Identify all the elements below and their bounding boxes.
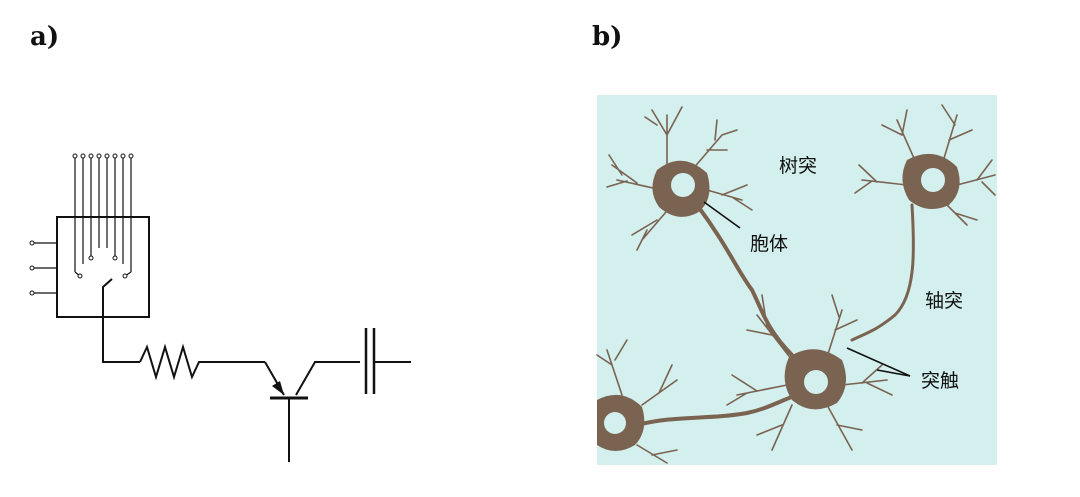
- dendrites-bottom-left: [596, 339, 678, 464]
- axon-top-right: [850, 203, 915, 342]
- side-input-wires: [34, 242, 57, 294]
- nuclei: [604, 168, 945, 434]
- axon-top-left: [695, 203, 794, 357]
- transistor-collector-lead: [295, 361, 360, 396]
- panel-label-a: a): [30, 22, 60, 52]
- soma-pointer: [703, 201, 741, 229]
- annotation-axon: 轴突: [925, 290, 964, 312]
- annotation-dendrite: 树突: [779, 155, 818, 177]
- circuit-diagram: [29, 153, 411, 462]
- panel-label-b: b): [592, 22, 623, 52]
- annotation-synapse: 突触: [921, 370, 960, 392]
- box-output-wire: [102, 278, 140, 363]
- synapse-pointer-2: [876, 369, 911, 377]
- axon-bottom-left: [635, 393, 799, 427]
- top-input-terminals: [72, 153, 134, 279]
- side-input-terminals: [29, 240, 35, 296]
- resistor: [139, 343, 265, 381]
- annotation-soma: 胞体: [750, 233, 789, 255]
- dendrites-center: [726, 294, 893, 451]
- annotation-lines: [703, 201, 911, 377]
- dendrites-top-left: [606, 106, 753, 251]
- transistor-arrow: [272, 381, 284, 395]
- synapse-pointer-1: [846, 347, 911, 377]
- top-input-wires: [74, 158, 132, 277]
- neuron-illustration: [596, 95, 997, 465]
